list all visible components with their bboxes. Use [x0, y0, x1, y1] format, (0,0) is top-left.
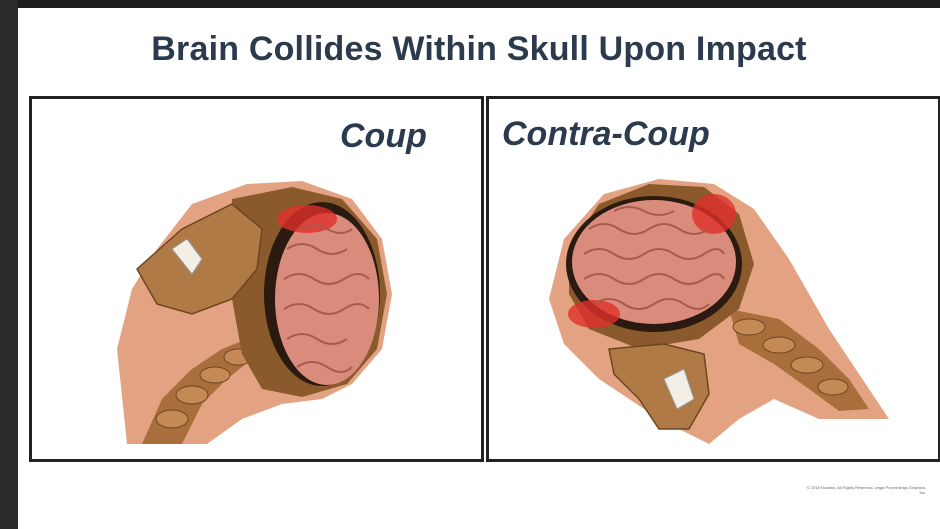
contra-coup-impact-zone-front [568, 300, 620, 328]
contra-coup-label: Contra-Coup [502, 115, 710, 154]
contra-coup-panel: Contra-Coup [486, 96, 940, 462]
coup-brain [275, 213, 379, 385]
slide: Brain Collides Within Skull Upon Impact [18, 8, 940, 529]
coup-label: Coup [340, 117, 427, 156]
coup-panel: Coup [29, 96, 484, 462]
contra-coup-impact-zone-back [692, 194, 736, 234]
copyright-notice: © 2018 Nucleus. All Rights Reserved. Leg… [806, 485, 926, 495]
slide-title: Brain Collides Within Skull Upon Impact [18, 30, 940, 69]
slide-frame-edge [0, 0, 18, 529]
